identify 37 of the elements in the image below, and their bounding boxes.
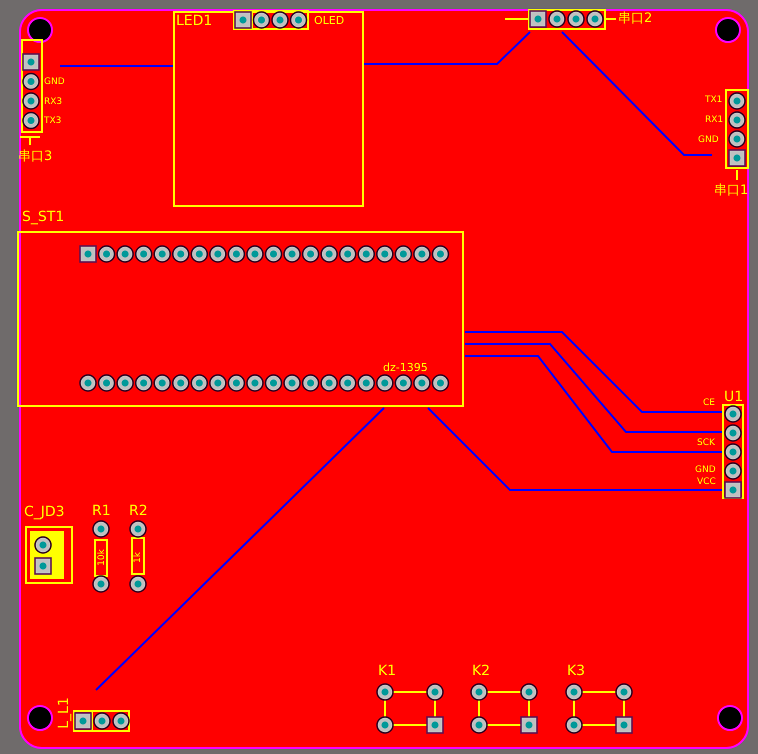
pin-label: GND [698,136,719,145]
button-footprint [470,662,540,736]
copper-trace [465,343,722,433]
connector-footprint [22,503,76,585]
copper-trace [561,31,712,156]
designator-label: K2 [472,664,490,678]
designator-label: K3 [567,664,586,678]
pin-header-drawing [722,390,746,500]
designator-label: R1 [92,504,111,518]
pin-label: SCK [697,439,715,448]
designator-label: U1 [724,390,744,404]
designator-label: 串口2 [618,12,652,25]
part-label: dz-1395 [383,362,428,373]
copper-trace [465,355,722,453]
resistor-value: 10k [98,549,107,566]
designator-label: 串口1 [714,184,748,197]
pin-label: TX3 [44,117,62,126]
pin-label: TX1 [705,96,722,105]
resistor-value: 1k [134,552,143,563]
copper-trace [95,407,385,691]
copper-trace [60,65,174,67]
designator-label: S_ST1 [22,210,64,224]
designator-label: L_L1 [56,697,71,729]
pin-label: GND [695,466,716,475]
button-footprint [565,662,635,736]
pin-label: RX3 [44,98,62,107]
designator-label: K1 [378,664,396,678]
designator-label: R2 [129,504,148,518]
button-footprint [376,662,446,736]
pin-label: RX1 [705,116,724,125]
pin-label: CE [703,399,715,408]
copper-trace [465,331,722,413]
copper-trace [364,31,531,65]
copper-trace [427,407,722,491]
designator-label: C_JD3 [24,505,65,519]
pin-label: VCC [697,478,716,487]
pin-label: GND [44,78,65,87]
